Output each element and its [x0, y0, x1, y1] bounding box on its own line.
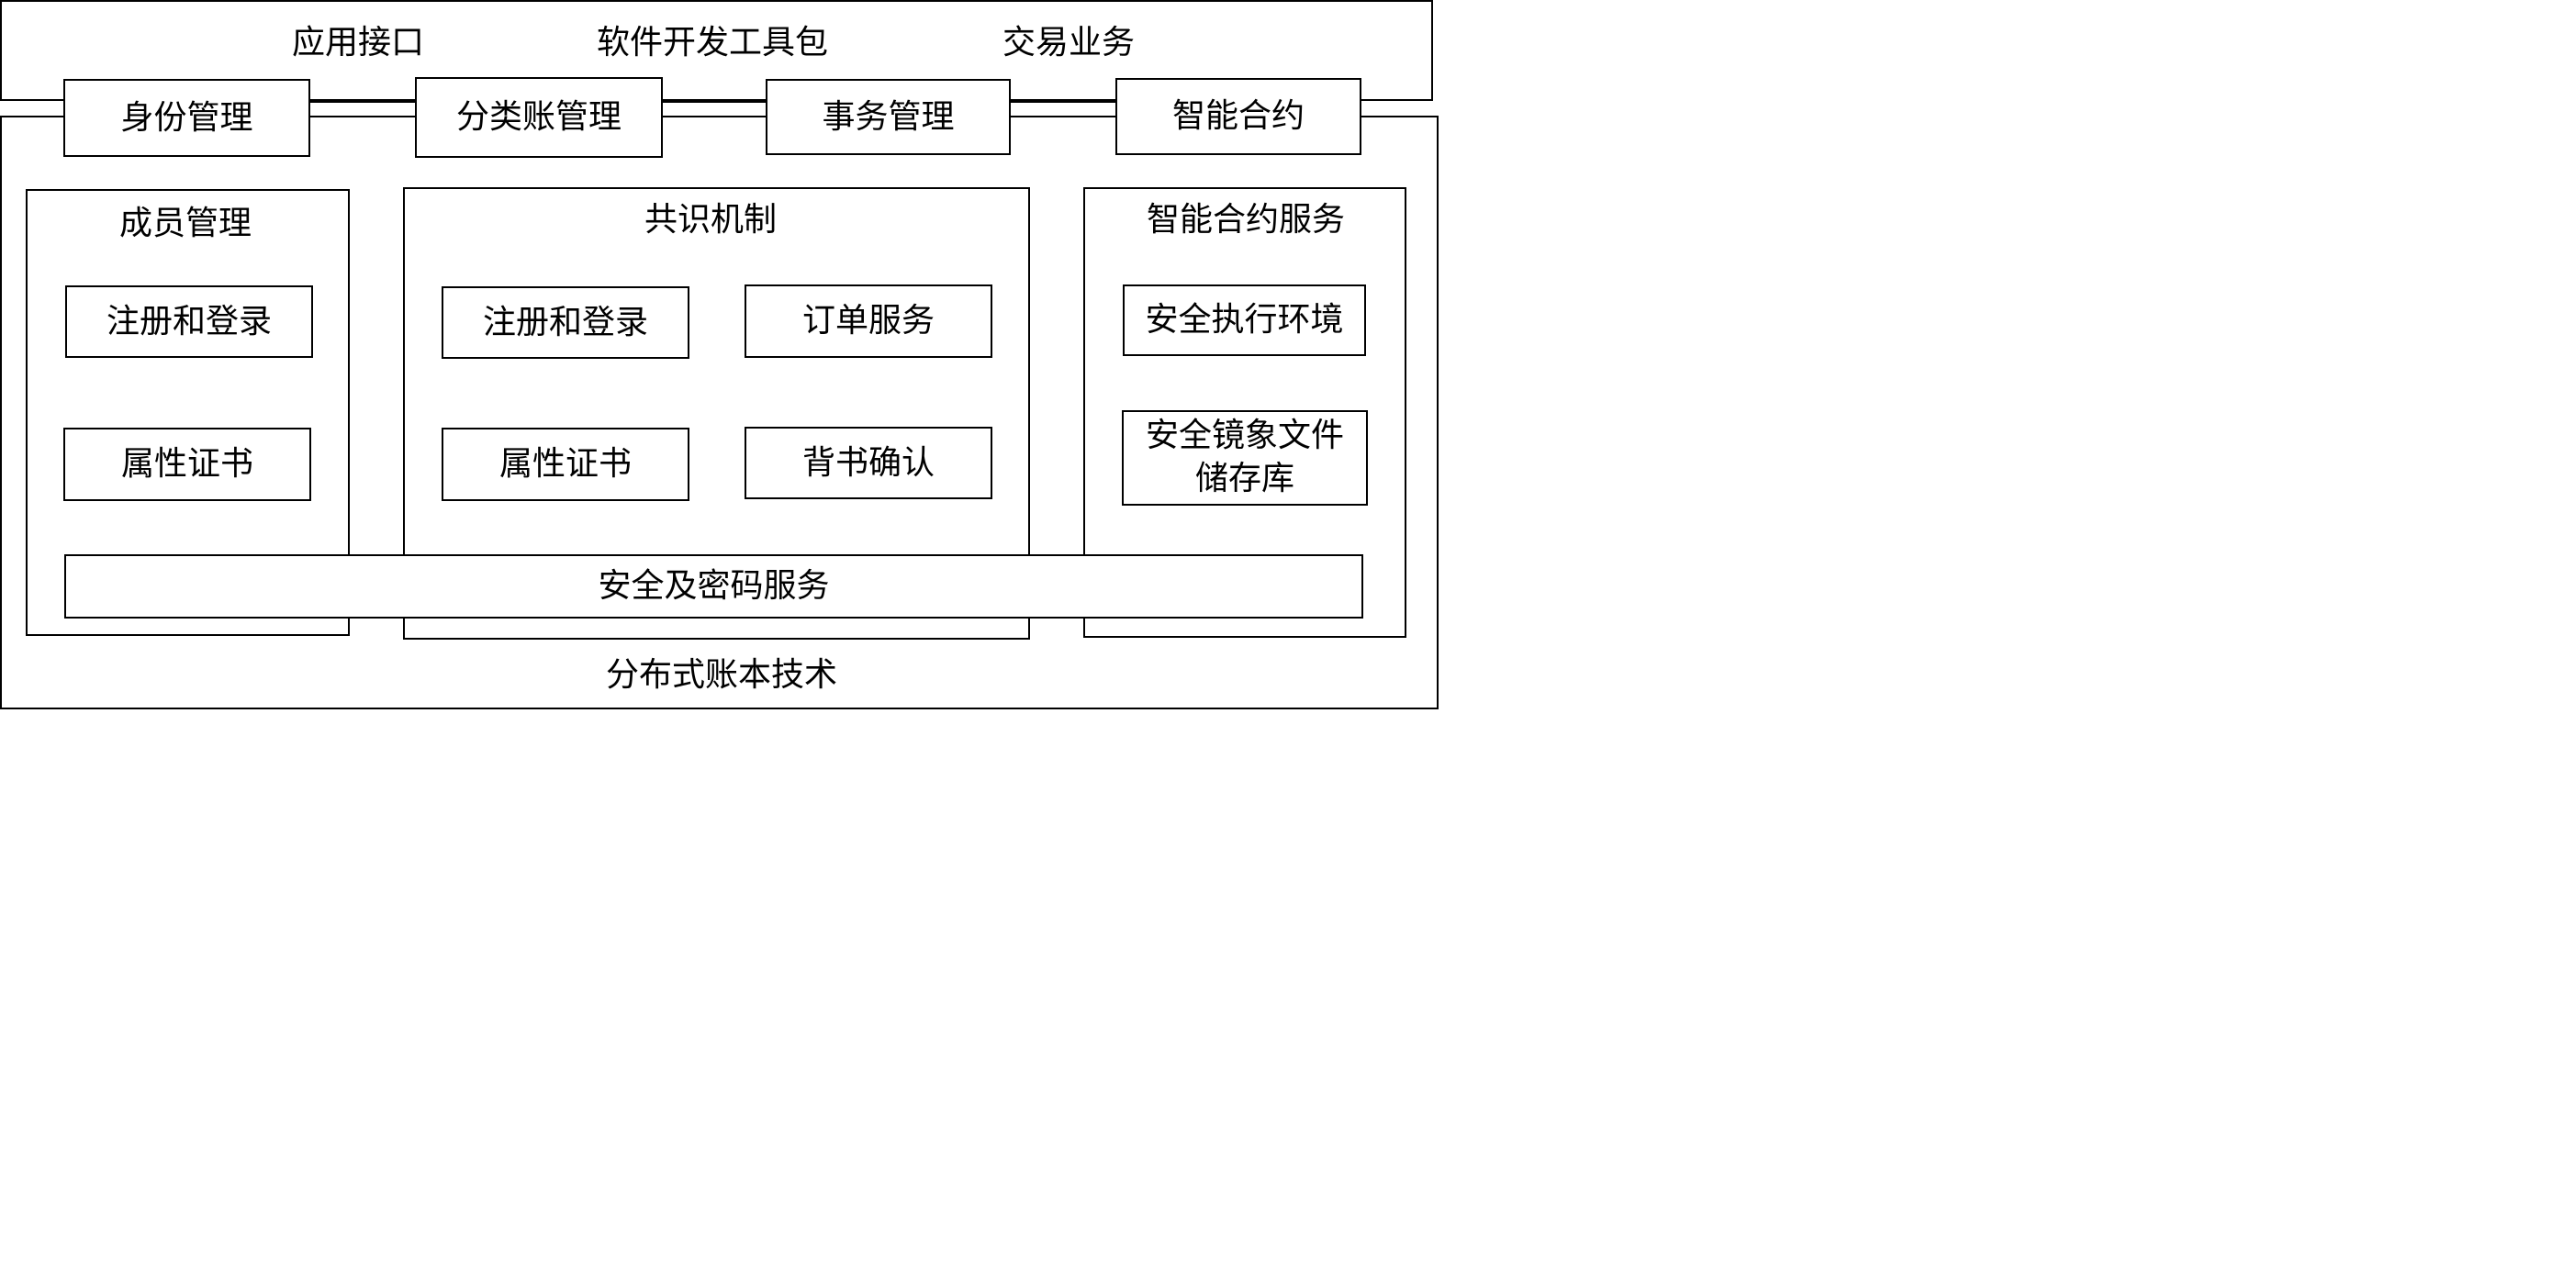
- consensus-title: 共识机制: [644, 201, 778, 239]
- architecture-diagram: 应用接口 软件开发工具包 交易业务 身份管理 分类账管理 事务管理 智能合约 成…: [0, 0, 1439, 710]
- security-crypto-service-bar: 安全及密码服务: [64, 554, 1363, 619]
- order-service-box: 订单服务: [745, 284, 992, 358]
- member-management-title: 成员管理: [119, 205, 252, 242]
- ledger-management-box: 分类账管理: [415, 77, 663, 158]
- identity-management-box: 身份管理: [63, 79, 310, 157]
- connector-line-1b: [308, 116, 417, 117]
- consensus-register-login-box: 注册和登录: [442, 286, 689, 359]
- smart-contract-service-title: 智能合约服务: [1147, 201, 1346, 239]
- app-layer-api: 应用接口: [292, 24, 425, 61]
- member-attribute-cert-box: 属性证书: [63, 428, 311, 501]
- transaction-management-box: 事务管理: [766, 79, 1011, 155]
- smart-contract-box: 智能合约: [1115, 78, 1361, 155]
- connector-line-1a: [308, 101, 417, 103]
- endorsement-box: 背书确认: [745, 427, 992, 499]
- connector-line-3a: [1009, 101, 1117, 103]
- distributed-ledger-label: 分布式账本技术: [606, 656, 838, 694]
- app-layer-sdk: 软件开发工具包: [597, 24, 829, 61]
- secure-execution-env-box: 安全执行环境: [1123, 284, 1366, 356]
- connector-line-3b: [1009, 116, 1117, 117]
- member-register-login-box: 注册和登录: [65, 285, 313, 358]
- connector-line-2b: [661, 116, 767, 117]
- app-layer-transactions: 交易业务: [1002, 24, 1136, 61]
- consensus-attribute-cert-box: 属性证书: [442, 428, 689, 501]
- secure-image-repository-box: 安全镜象文件 储存库: [1122, 410, 1368, 506]
- connector-line-2a: [661, 101, 767, 103]
